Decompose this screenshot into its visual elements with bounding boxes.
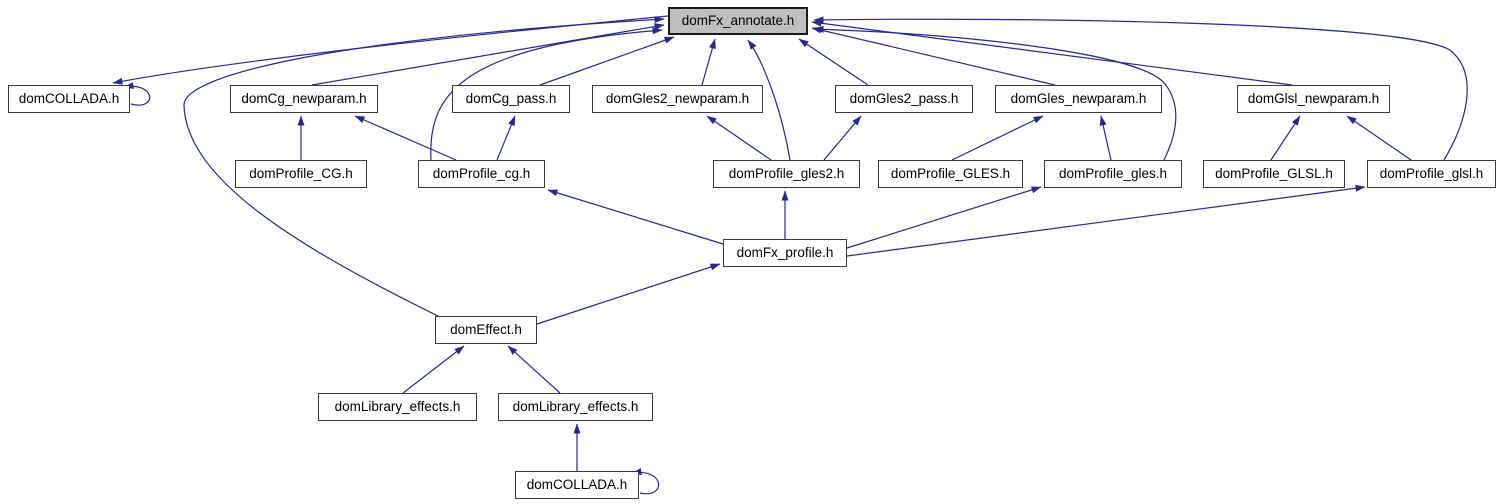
edge-domColladaBottom-self-loop <box>631 468 660 495</box>
node-domLibrary-effects-left[interactable]: domLibrary_effects.h <box>318 393 477 421</box>
node-domProfile-gles2[interactable]: domProfile_gles2.h <box>713 160 860 188</box>
edge-domProfileGles-to-root <box>813 25 1177 161</box>
node-domCg-newparam[interactable]: domCg_newparam.h <box>230 85 378 113</box>
node-domCOLLADA-top[interactable]: domCOLLADA.h <box>8 85 130 113</box>
edge-domGles2Pass-to-root <box>798 38 869 86</box>
node-domEffect[interactable]: domEffect.h <box>435 316 537 344</box>
edge-domProfileGlsl-to-root <box>813 16 1468 161</box>
edge-domGlesNewparam-to-root <box>811 26 1056 86</box>
edge-domProfileGLES-to-domGlesNewparam <box>951 115 1044 161</box>
edge-root-to-domCollada <box>112 15 669 85</box>
edge-domProfileGles-to-domGlesNewparam <box>1099 115 1112 161</box>
node-domProfile-glsl[interactable]: domProfile_glsl.h <box>1367 160 1496 188</box>
node-domFx-annotate[interactable]: domFx_annotate.h <box>668 7 808 35</box>
edge-domCgNewparam-to-root <box>311 23 665 86</box>
node-domGles2-newparam[interactable]: domGles2_newparam.h <box>592 85 763 113</box>
edge-domCgPass-to-root <box>539 36 675 86</box>
edge-domFxProfile-to-domProfileCg <box>547 189 724 245</box>
edge-domLibraryEffectsRight-to-domEffect <box>507 345 561 394</box>
edge-domProfileGles2-to-domGles2Pass <box>823 115 862 161</box>
edge-domProfileGLSL-to-domGlslNewparam <box>1270 115 1301 161</box>
edge-domProfileGles2-to-domGles2Newparam <box>706 115 772 161</box>
node-domProfile-gles[interactable]: domProfile_gles.h <box>1044 160 1182 188</box>
node-domCg-pass[interactable]: domCg_pass.h <box>452 85 570 113</box>
node-domProfile-CG[interactable]: domProfile_CG.h <box>235 160 367 188</box>
node-domGles-newparam[interactable]: domGles_newparam.h <box>995 85 1162 113</box>
edge-domGlslNewparam-to-root <box>811 19 1293 86</box>
node-domCOLLADA-bottom[interactable]: domCOLLADA.h <box>515 471 639 499</box>
node-domProfile-cg[interactable]: domProfile_cg.h <box>418 160 545 188</box>
node-domGlsl-newparam[interactable]: domGlsl_newparam.h <box>1237 85 1390 113</box>
edge-domGles2Newparam-to-root <box>701 38 716 86</box>
edge-domCollada-self-loop <box>123 82 151 106</box>
node-domFx-profile[interactable]: domFx_profile.h <box>723 239 847 267</box>
edge-domFxProfile-to-domProfileGlsl <box>846 184 1366 257</box>
node-domProfile-GLES[interactable]: domProfile_GLES.h <box>878 160 1023 188</box>
node-domProfile-GLSL[interactable]: domProfile_GLSL.h <box>1203 160 1345 188</box>
edge-domProfileCg-to-root <box>430 27 663 161</box>
node-domLibrary-effects-right[interactable]: domLibrary_effects.h <box>498 393 653 421</box>
edge-domProfileGles2-to-root <box>747 39 791 161</box>
edge-domProfileGlsl-to-domGlslNewparam <box>1346 115 1412 161</box>
edge-domLibraryEffectsLeft-to-domEffect <box>402 345 465 394</box>
node-domGles2-pass[interactable]: domGles2_pass.h <box>835 85 973 113</box>
edge-domProfileCg-to-domCgNewparam <box>354 115 457 161</box>
edge-domEffect-to-domFxProfile <box>536 263 721 325</box>
edge-domFxProfile-to-domProfileGles <box>846 186 1042 249</box>
edge-domEffect-to-root <box>183 16 665 317</box>
edge-domProfileCg-to-domCgPass <box>496 115 516 161</box>
